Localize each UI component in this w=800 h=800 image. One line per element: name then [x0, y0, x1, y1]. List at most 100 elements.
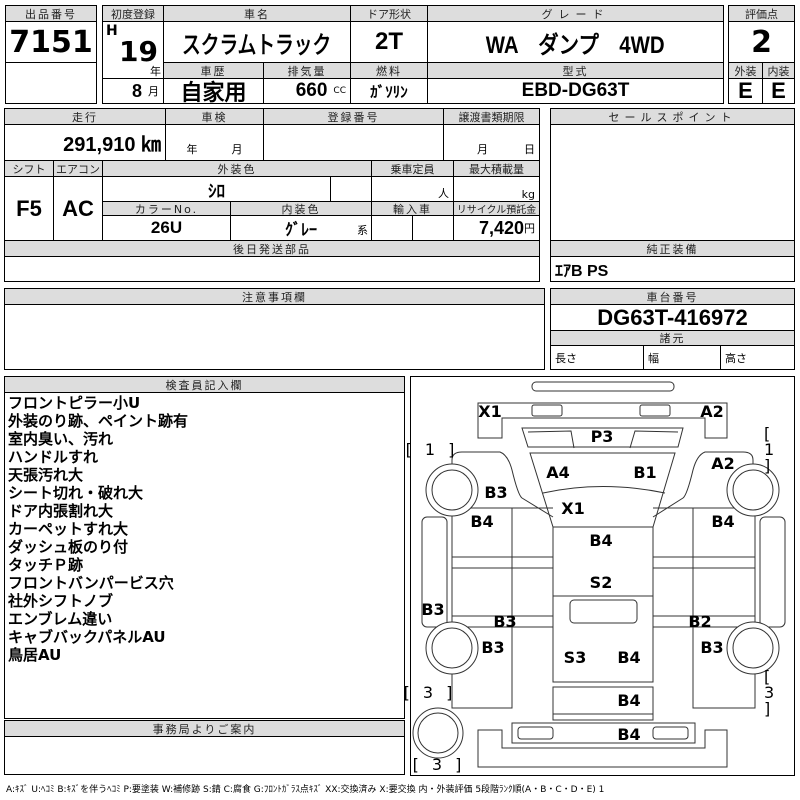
right-side: [653, 507, 756, 709]
left-fender: [451, 451, 554, 518]
displacement: 660: [295, 80, 328, 101]
equipment: ｴｱB PS: [550, 256, 795, 282]
damage-mark: X1: [561, 499, 585, 518]
damage-mark: B3: [421, 600, 445, 619]
damage-mark: B4: [589, 531, 613, 550]
left-side: [451, 507, 553, 709]
left-step: [421, 516, 448, 628]
rear-window: [569, 599, 638, 624]
damage-mark: B2: [688, 612, 712, 631]
damage-diagram: [410, 376, 795, 776]
note: 天張汚れ大: [8, 466, 84, 484]
note: フロントピラー小U: [8, 394, 141, 412]
damage-mark: B1: [633, 463, 657, 482]
max-load-label: 最大積載量: [453, 160, 540, 177]
damage-mark: A4: [546, 463, 570, 482]
tire-rating: [ 1 ]: [405, 440, 459, 459]
note: ハンドルすれ: [8, 448, 99, 466]
inspection-year-unit: 年: [186, 143, 198, 156]
chassis-label: 車台番号: [550, 288, 795, 305]
note: フロントバンパービス穴: [8, 574, 174, 592]
damage-mark: X1: [478, 402, 502, 421]
legend: A:ｷｽﾞ U:ﾍｺﾐ B:ｷｽﾞを伴うﾍｺﾐ P:要塗装 W:補修跡 S:錆 …: [6, 785, 605, 795]
int-score: E: [762, 78, 795, 104]
note: エンブレム違い: [8, 610, 113, 628]
int-color-suffix: 系: [357, 224, 368, 237]
caution-body: [4, 304, 545, 370]
damage-mark: S3: [563, 648, 587, 667]
int-color-label: 内装色: [230, 201, 372, 216]
damage-mark: B3: [493, 612, 517, 631]
displacement-unit: CC: [333, 86, 346, 96]
damage-mark: B3: [700, 638, 724, 657]
score-label: 評価点: [728, 5, 795, 22]
note: カーペットすれ大: [8, 520, 129, 538]
damage-mark: A2: [711, 454, 735, 473]
damage-mark: B4: [617, 725, 641, 744]
reg-year: 19: [119, 35, 158, 68]
office-body: [4, 736, 405, 775]
tire-rating: [ 3 ]: [412, 755, 466, 774]
bed: [552, 526, 654, 683]
front-lamp-left: [531, 404, 563, 417]
tire-rating: [ 1 ]: [764, 424, 779, 475]
damage-mark: A2: [700, 402, 724, 421]
tire-rating: [ 3 ]: [403, 683, 457, 702]
transfer-month-unit: 月: [477, 143, 488, 156]
int-score-label: 内装: [762, 62, 795, 79]
office-label: 事務局よりご案内: [4, 720, 405, 737]
note: 鳥居AU: [8, 646, 62, 664]
wheels: [412, 463, 780, 759]
note: 外装のり跡、ペイント跡有: [8, 412, 189, 430]
tire-rating: [ 3 ]: [764, 667, 779, 718]
front-lamp-right: [639, 404, 671, 417]
damage-mark: B4: [617, 648, 641, 667]
reg-month: 8: [131, 80, 142, 101]
rear-plate: [511, 722, 696, 744]
inspector-notes: フロントピラー小U 外装のり跡、ペイント跡有 室内臭い、汚れ ハンドルすれ 天張…: [8, 394, 188, 664]
inspector-body: [4, 392, 405, 719]
reg-era: H: [106, 23, 118, 39]
recycle-unit: 円: [524, 222, 535, 235]
grille: [521, 427, 684, 449]
right-fender: [652, 451, 754, 518]
right-step: [759, 516, 786, 628]
later-parts-body: [4, 256, 540, 282]
damage-mark: B4: [711, 512, 735, 531]
rear-lamp-right: [652, 726, 689, 740]
height-label: 高さ: [720, 345, 795, 370]
grade: WA ダンプ 4WD: [486, 31, 665, 59]
damage-mark: S2: [589, 573, 613, 592]
displacement-cell: 660 CC: [263, 78, 351, 104]
car-name: スクラムトラック: [182, 31, 332, 59]
transfer-day-unit: 日: [524, 143, 535, 156]
damage-mark: B4: [470, 512, 494, 531]
damage-mark: B3: [484, 483, 508, 502]
rear-lamp-left: [517, 726, 554, 740]
note: タッチＰ跡: [8, 556, 84, 574]
note: 室内臭い、汚れ: [8, 430, 114, 448]
grade-label: グレード: [427, 5, 724, 22]
damage-mark: B4: [617, 691, 641, 710]
note: ドア内張割れ大: [8, 502, 114, 520]
reg-year-unit: 年: [150, 65, 161, 78]
front-bumper: [477, 402, 728, 439]
model-code: EBD-DG63T: [427, 78, 724, 104]
int-color: ｸﾞﾚｰ: [284, 222, 317, 239]
roof-bar: [531, 381, 675, 392]
damage-mark: B3: [481, 638, 505, 657]
recycle-fee: 7,420: [478, 217, 524, 238]
car-name-cell: スクラムトラック: [163, 21, 351, 63]
mileage-label: 走行: [4, 108, 166, 125]
note: シート切れ・破れ大: [8, 484, 144, 502]
color-no-label: カラーNo.: [102, 201, 231, 216]
note: 社外シフトノブ: [8, 592, 114, 610]
note: ダッシュ板のり付: [8, 538, 129, 556]
lot-blank: [5, 62, 97, 104]
inspection-month-unit: 月: [231, 143, 243, 156]
damage-mark: P3: [590, 427, 614, 446]
reg-month-unit: 月: [148, 85, 159, 98]
transfer-label: 譲渡書類期限: [443, 108, 540, 125]
note: キャブバックパネルAU: [8, 628, 166, 646]
